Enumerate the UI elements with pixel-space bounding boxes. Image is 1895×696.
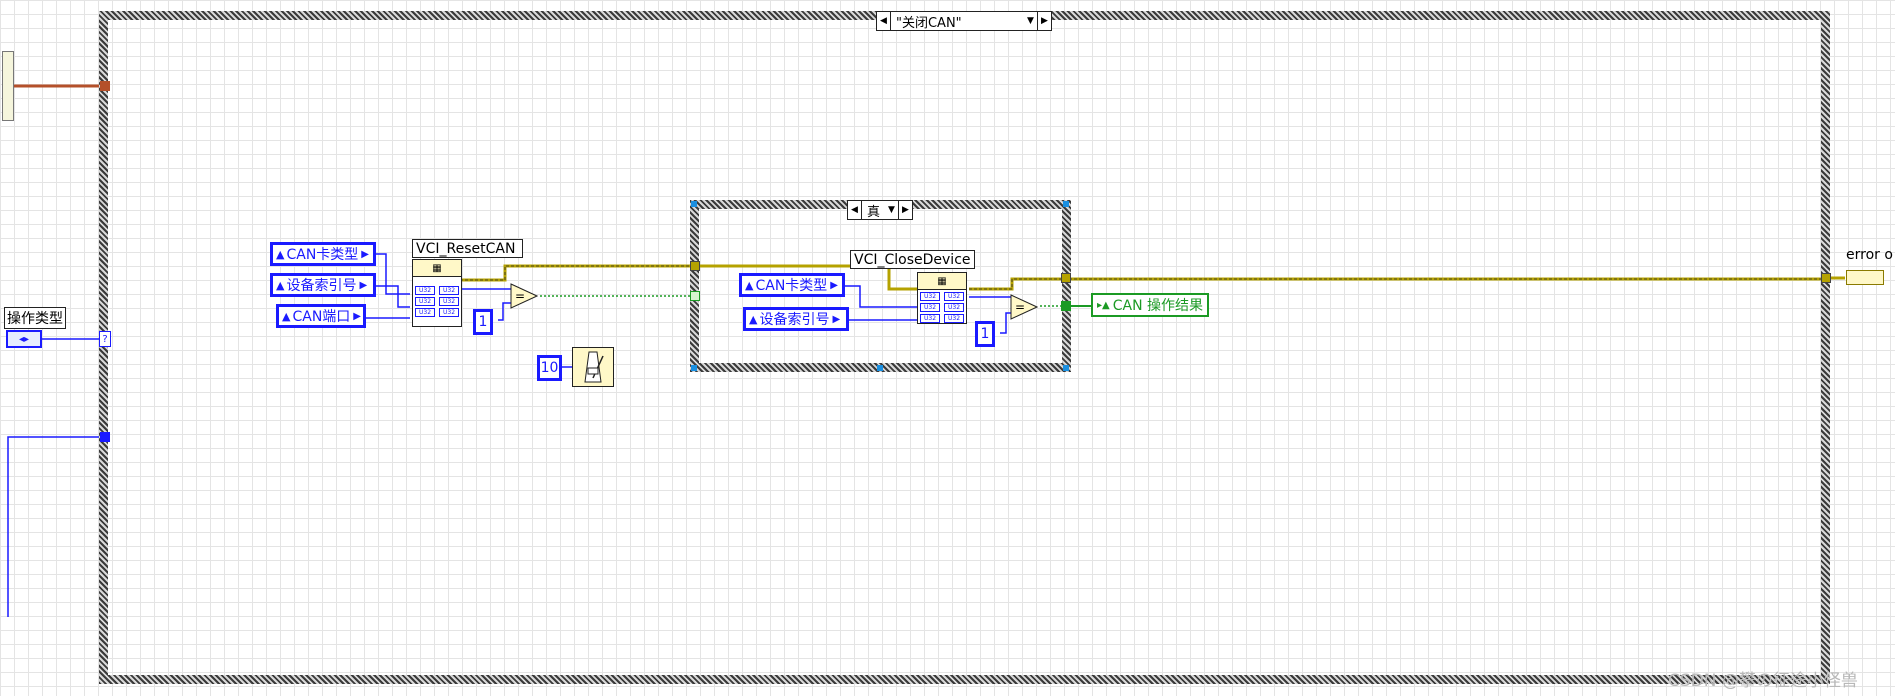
inner-error-out-tunnel (1061, 273, 1071, 283)
constant-suffix: ▶ (359, 279, 368, 291)
constant-suffix: ▶ (361, 248, 369, 260)
u32-terminal: U32 (415, 286, 435, 295)
selection-handle (1063, 201, 1069, 207)
wait-ms-node[interactable] (572, 347, 614, 387)
constant-label: CAN卡类型 (286, 247, 359, 263)
u32-terminal: U32 (920, 292, 940, 301)
reset-can-node-title: VCI_ResetCAN (412, 239, 523, 258)
outer-case-prev-arrow[interactable]: ◀ (877, 12, 891, 30)
device-index-constant-2[interactable]: ▲ 设备索引号 ▶ (743, 307, 849, 331)
constant-suffix: ▶ (353, 310, 361, 322)
u32-terminal: U32 (439, 297, 459, 306)
inner-bool-out-tunnel (1061, 301, 1071, 311)
constant-prefix: ▲ (276, 278, 285, 292)
constant-prefix: ▲ (749, 312, 758, 326)
outer-case-dropdown-arrow[interactable]: ▼ (1027, 16, 1034, 26)
close-compare-constant[interactable]: 1 (975, 321, 995, 347)
inner-selector-terminal[interactable] (690, 291, 700, 301)
inner-case-next-arrow[interactable]: ▶ (898, 201, 912, 219)
can-card-type-constant-2[interactable]: ▲ CAN卡类型 ▶ (739, 273, 845, 297)
u32-terminal: U32 (439, 286, 459, 295)
wait-ms-constant[interactable]: 10 (537, 355, 562, 381)
input-tunnel (100, 432, 110, 442)
loop-shift-register[interactable] (2, 51, 14, 121)
u32-terminal: U32 (944, 303, 964, 312)
operation-type-label: 操作类型 (4, 307, 66, 329)
case-selector-terminal[interactable]: ? (99, 331, 111, 347)
reset-can-node[interactable]: ▦ U32 U32 U32 U32 U32 U32 (412, 259, 462, 327)
can-result-indicator[interactable]: ▸▲ CAN 操作结果 (1091, 293, 1209, 317)
close-device-node[interactable]: ▦ U32 U32 U32 U32 U32 U32 (917, 272, 967, 324)
constant-prefix: ▲ (276, 247, 285, 261)
inner-case-selector[interactable]: ◀ 真 ▼ ▶ (847, 200, 913, 220)
selection-handle (877, 365, 883, 371)
u32-terminal: U32 (415, 297, 435, 306)
library-call-icon: ▦ (413, 260, 461, 277)
constant-label: 设备索引号 (759, 312, 830, 328)
metronome-icon (584, 351, 604, 383)
device-index-constant-1[interactable]: ▲ 设备索引号 ▶ (270, 273, 376, 297)
library-call-icon: ▦ (918, 273, 966, 290)
reset-equal-node[interactable]: = (510, 283, 538, 309)
constant-label: 设备索引号 (286, 278, 357, 294)
constant-prefix: ▲ (282, 309, 291, 323)
u32-terminal: U32 (944, 314, 964, 323)
close-device-node-title: VCI_CloseDevice (850, 250, 975, 269)
selection-handle (1063, 365, 1069, 371)
selection-handle (691, 365, 697, 371)
inner-error-in-tunnel (690, 261, 700, 271)
inner-case-selector-label: 真 (867, 204, 881, 220)
outer-case-next-arrow[interactable]: ▶ (1037, 12, 1051, 30)
u32-terminal: U32 (920, 314, 940, 323)
can-card-type-constant-1[interactable]: ▲ CAN卡类型 ▶ (270, 242, 376, 266)
operation-type-control[interactable]: ◂▸ (6, 330, 42, 348)
error-out-label: error o (1846, 247, 1893, 263)
u32-terminal: U32 (944, 292, 964, 301)
indicator-prefix: ▸▲ (1097, 299, 1110, 311)
outer-case-selector-label: "关闭CAN" (896, 15, 962, 31)
inner-case-prev-arrow[interactable]: ◀ (848, 201, 862, 219)
inner-case-dropdown-arrow[interactable]: ▼ (888, 205, 895, 215)
outer-error-tunnel (1821, 273, 1831, 283)
constant-prefix: ▲ (745, 278, 754, 292)
watermark-text: CSDN @攀の征途小怪兽 (1668, 671, 1858, 691)
outer-case-selector[interactable]: ◀ "关闭CAN" ▼ ▶ (876, 11, 1052, 31)
constant-label: CAN卡类型 (755, 278, 828, 294)
reference-tunnel (100, 81, 110, 91)
selection-handle (691, 201, 697, 207)
error-out-indicator[interactable] (1846, 270, 1884, 285)
u32-terminal: U32 (439, 308, 459, 317)
can-port-constant[interactable]: ▲ CAN端口 ▶ (276, 304, 366, 328)
constant-suffix: ▶ (832, 313, 841, 325)
close-equal-node[interactable]: = (1010, 294, 1038, 320)
equal-symbol: = (1015, 300, 1025, 314)
constant-suffix: ▶ (830, 279, 838, 291)
equal-symbol: = (515, 289, 525, 303)
u32-terminal: U32 (920, 303, 940, 312)
constant-label: CAN端口 (292, 309, 351, 325)
indicator-label: CAN 操作结果 (1112, 298, 1203, 314)
u32-terminal: U32 (415, 308, 435, 317)
reset-compare-constant[interactable]: 1 (473, 309, 493, 335)
